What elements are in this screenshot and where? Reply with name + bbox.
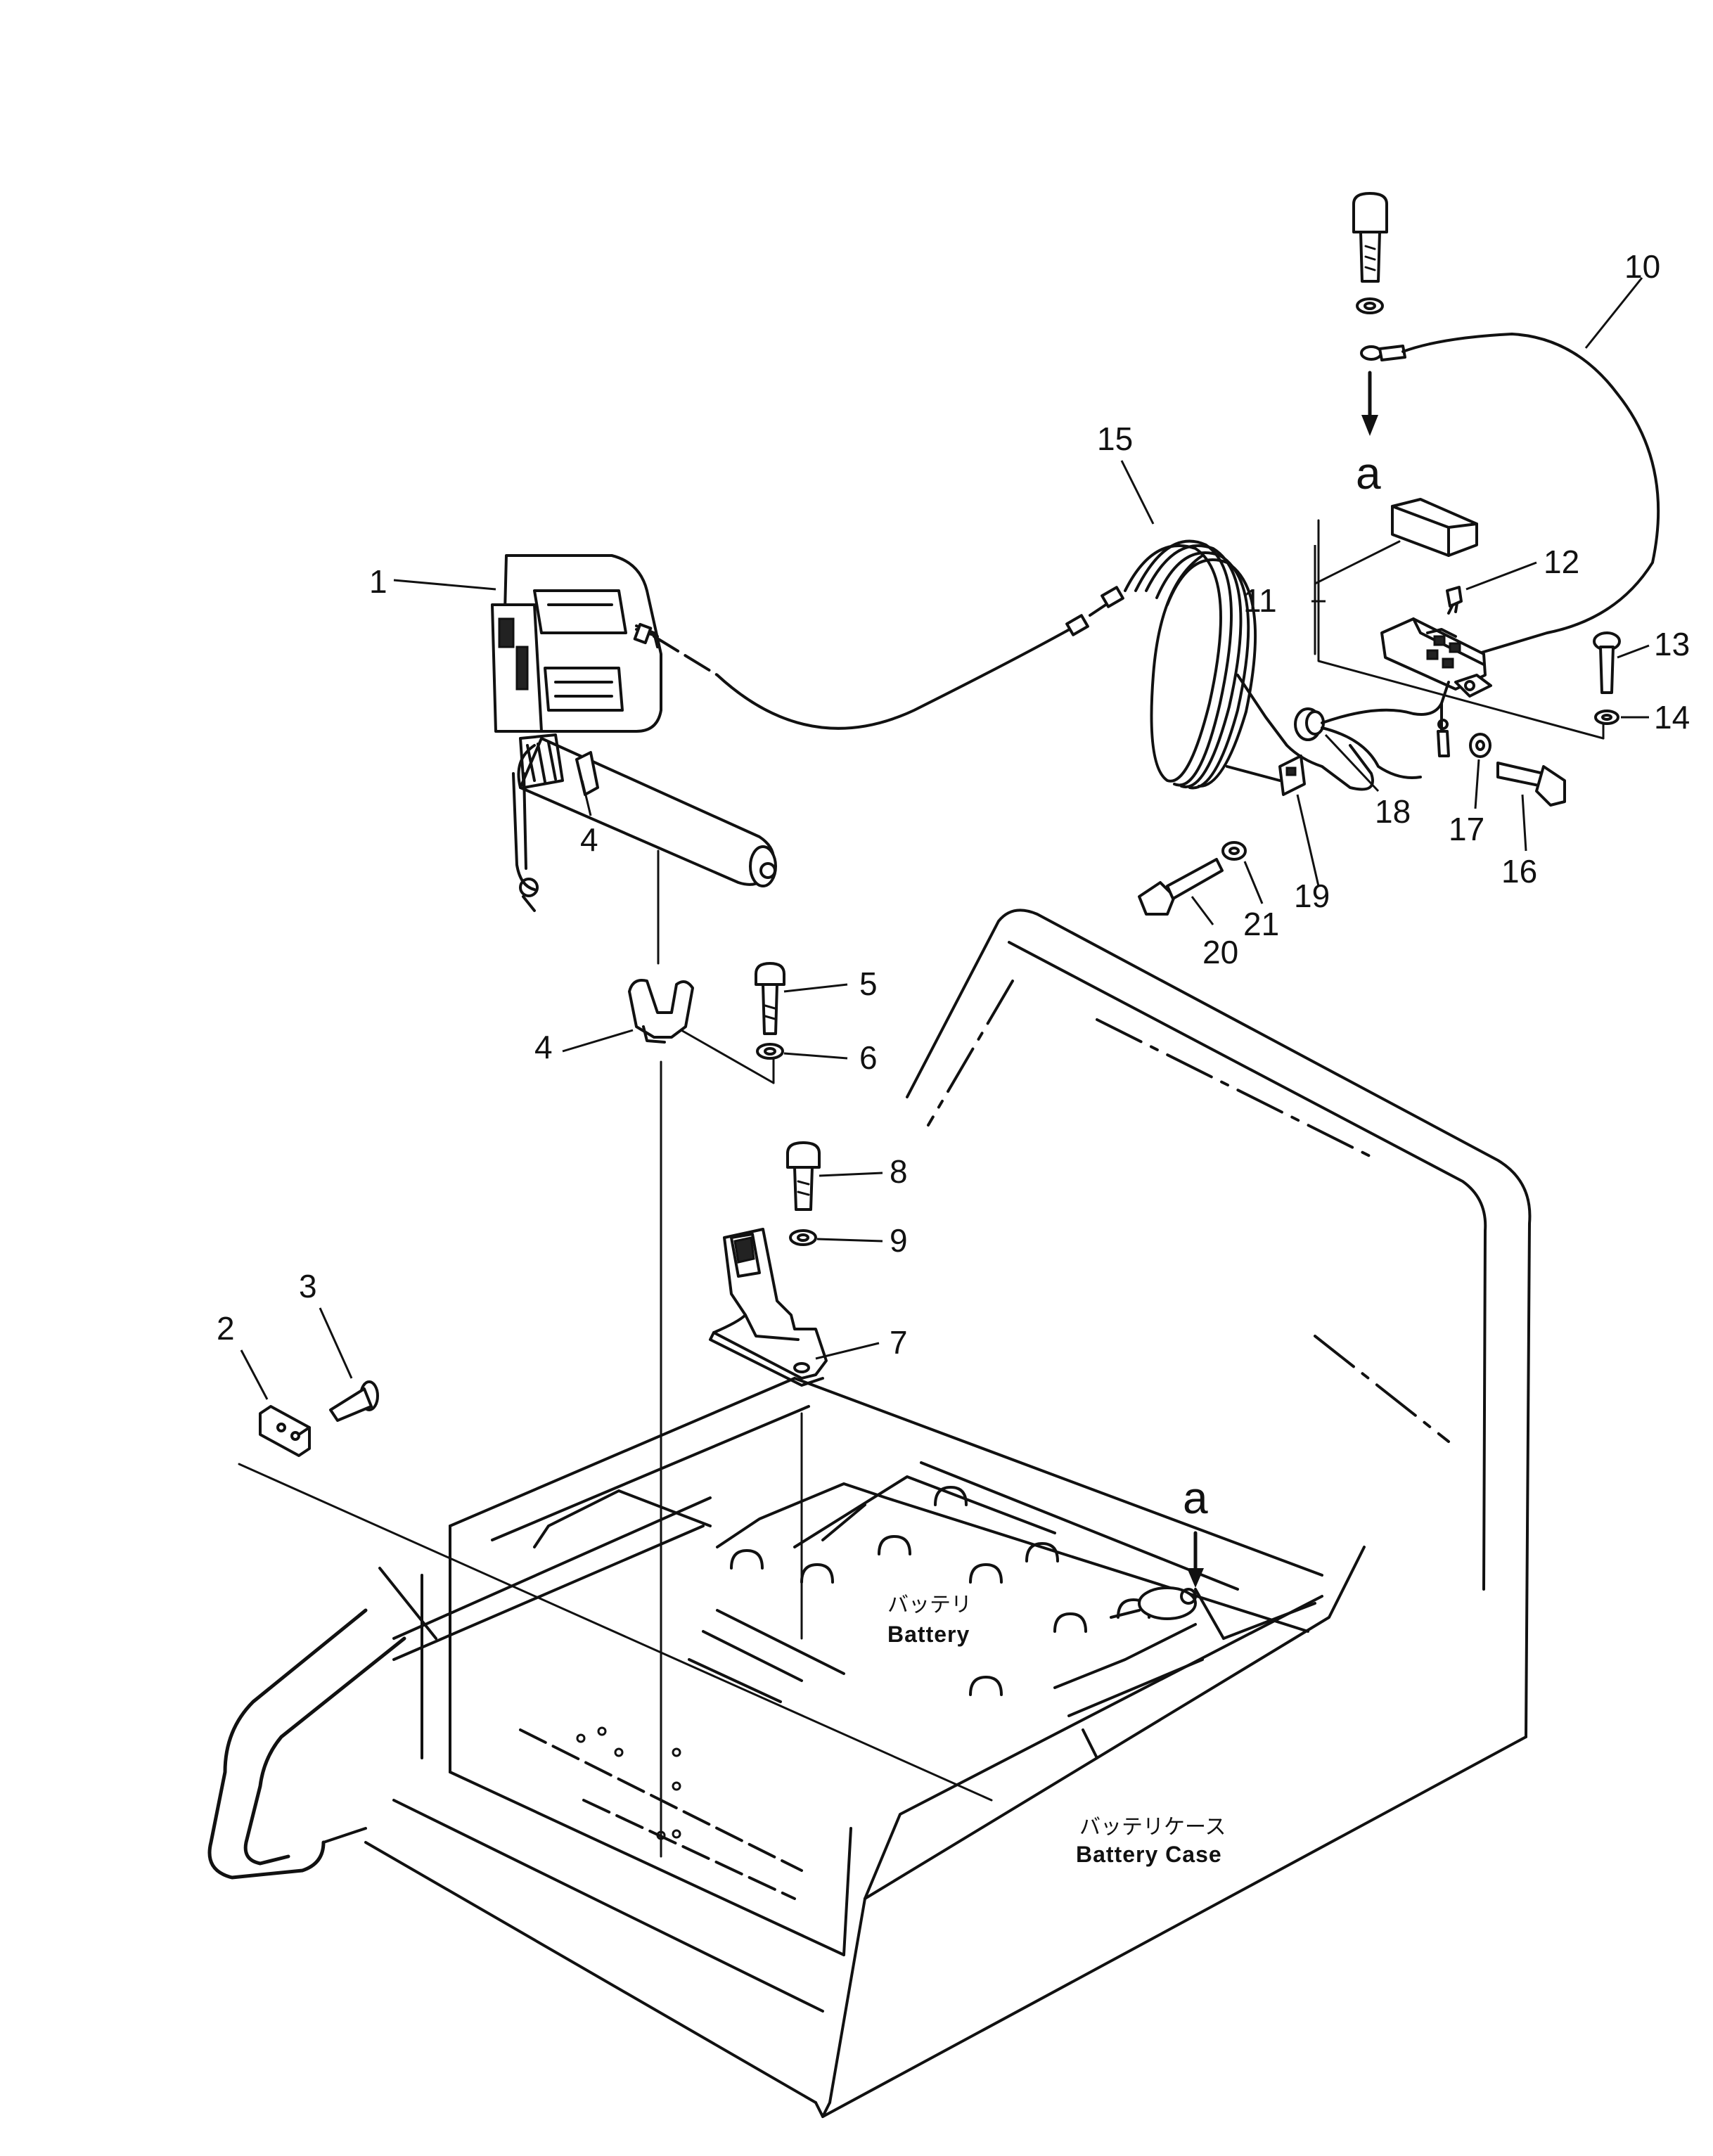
reference-a-top: a: [1356, 448, 1381, 499]
callout-18: 18: [1375, 793, 1411, 830]
captions: バッテリ Battery バッテリケース Battery Case: [887, 1593, 1226, 1867]
reference-marks: a a: [1183, 448, 1381, 1523]
arrow-a-bottom: [1187, 1531, 1204, 1588]
part-13-bolt: [1593, 631, 1621, 694]
battery-case-label-en: Battery Case: [1076, 1842, 1222, 1867]
part-19-bracket: [1226, 755, 1306, 796]
callout-14: 14: [1654, 699, 1690, 736]
battery-case: [364, 909, 1532, 2118]
callout-13: 13: [1654, 626, 1690, 662]
part-12-fuse: [1446, 586, 1463, 615]
battery-case-handle: [207, 1567, 437, 1880]
part-2-plate: [259, 1405, 311, 1457]
callout-10: 10: [1624, 248, 1660, 285]
part-1-electrical-unit: [491, 554, 777, 912]
callouts: 1 2 3 4 4 5 6 7 8 9 10 11 12 13 14 15 16…: [217, 248, 1690, 1361]
part-18-harness-grommet: [1294, 681, 1450, 779]
part-8-bolt: [786, 1141, 821, 1211]
callout-17: 17: [1449, 811, 1484, 847]
callout-1: 1: [369, 563, 387, 600]
part-17-washer: [1469, 733, 1491, 758]
callout-3: 3: [299, 1268, 317, 1304]
part-10-ground-cable: [1360, 333, 1660, 655]
part-6-washer: [756, 1043, 784, 1060]
callout-15: 15: [1097, 421, 1133, 457]
terminal-bolt-top: [1352, 192, 1388, 314]
part-7-bracket: [709, 1228, 828, 1387]
part-14-washer: [1594, 710, 1619, 725]
callout-20: 20: [1202, 934, 1238, 970]
mounting-holes: [576, 1726, 681, 1840]
assembly-centerlines: [238, 519, 1605, 1858]
part-16-bolt: [1496, 762, 1566, 807]
battery-label-jp: バッテリ: [887, 1593, 972, 1617]
callout-12: 12: [1544, 544, 1579, 580]
callout-7: 7: [890, 1324, 908, 1361]
battery-terminal-point-a: [1110, 1586, 1197, 1620]
callout-2: 2: [217, 1310, 235, 1347]
part-15-cable-coil: [653, 539, 1374, 791]
batteries: [533, 1461, 1316, 1759]
callout-5: 5: [859, 965, 878, 1002]
callout-11: 11: [1243, 582, 1277, 619]
arrow-a-top: [1361, 371, 1378, 436]
part-20-bolt: [1138, 858, 1224, 916]
battery-case-label-jp: バッテリケース: [1079, 1816, 1226, 1839]
part-4-clamp: [628, 979, 694, 1044]
battery-label-en: Battery: [887, 1622, 970, 1647]
callout-4-lower: 4: [534, 1029, 553, 1065]
part-5-bolt: [755, 962, 785, 1035]
callout-9: 9: [890, 1222, 908, 1259]
callout-21: 21: [1243, 906, 1279, 942]
reference-a-bottom: a: [1183, 1472, 1208, 1523]
part-3-bolt: [329, 1380, 379, 1422]
callout-19: 19: [1294, 878, 1330, 914]
part-21-washer: [1221, 841, 1247, 861]
battery-terminals: [730, 1486, 1150, 1696]
part-9-washer: [789, 1229, 817, 1246]
callout-16: 16: [1501, 853, 1537, 890]
callout-6: 6: [859, 1039, 878, 1076]
part-11-fuse-box: [1380, 498, 1492, 698]
leader-lines: [240, 277, 1650, 1400]
callout-8: 8: [890, 1153, 908, 1190]
callout-4-upper: 4: [580, 821, 598, 858]
